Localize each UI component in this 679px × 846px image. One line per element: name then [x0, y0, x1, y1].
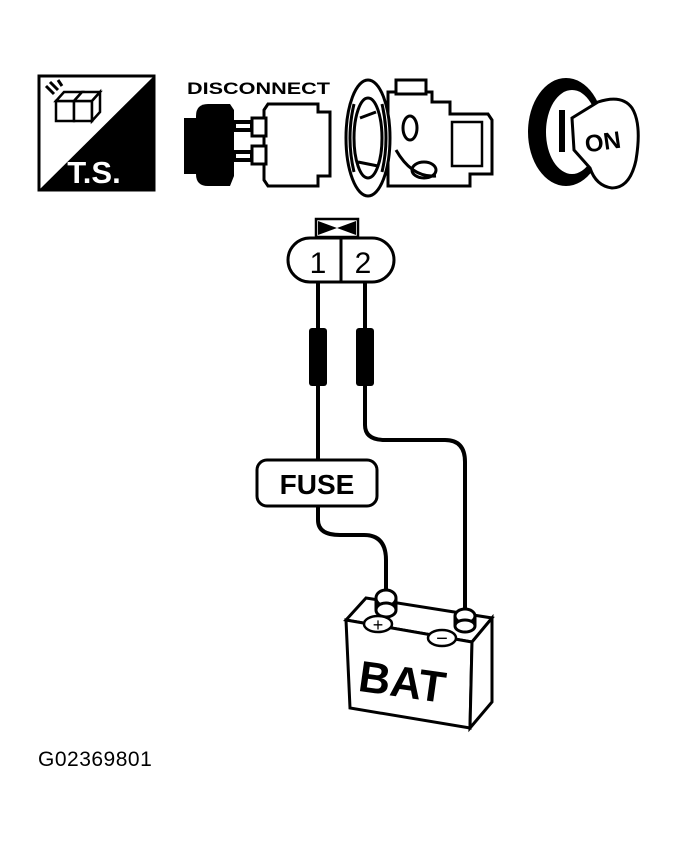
- figure-code: G02369801: [38, 748, 153, 771]
- test-lead-2: [356, 328, 374, 386]
- connector-pin-2: 2: [355, 247, 372, 280]
- connector: 1 2: [286, 217, 396, 284]
- wiring: [316, 282, 467, 612]
- wire-pin2-to-battery-negative: [363, 282, 467, 612]
- connector-pin-1: 1: [310, 247, 327, 280]
- battery-label: BAT: [356, 652, 449, 713]
- wire-fuse-to-battery-positive: [316, 505, 388, 592]
- engine-off-icon: [344, 78, 494, 198]
- ignition-on-label: ON: [583, 127, 622, 159]
- troubleshoot-icon: T.S.: [37, 74, 156, 192]
- ts-label: T.S.: [67, 155, 120, 190]
- fuse-label: FUSE: [280, 469, 355, 500]
- test-lead-1: [309, 328, 327, 386]
- battery-negative-mark: −: [436, 628, 448, 650]
- test-leads: [309, 328, 374, 386]
- disconnect-label: DISCONNECT: [187, 79, 331, 98]
- battery: + − BAT: [343, 588, 495, 733]
- disconnect-connector-icon: DISCONNECT: [184, 79, 332, 188]
- ignition-key-on-icon: ON: [528, 78, 640, 190]
- fuse: FUSE: [255, 458, 379, 508]
- battery-positive-mark: +: [373, 615, 384, 635]
